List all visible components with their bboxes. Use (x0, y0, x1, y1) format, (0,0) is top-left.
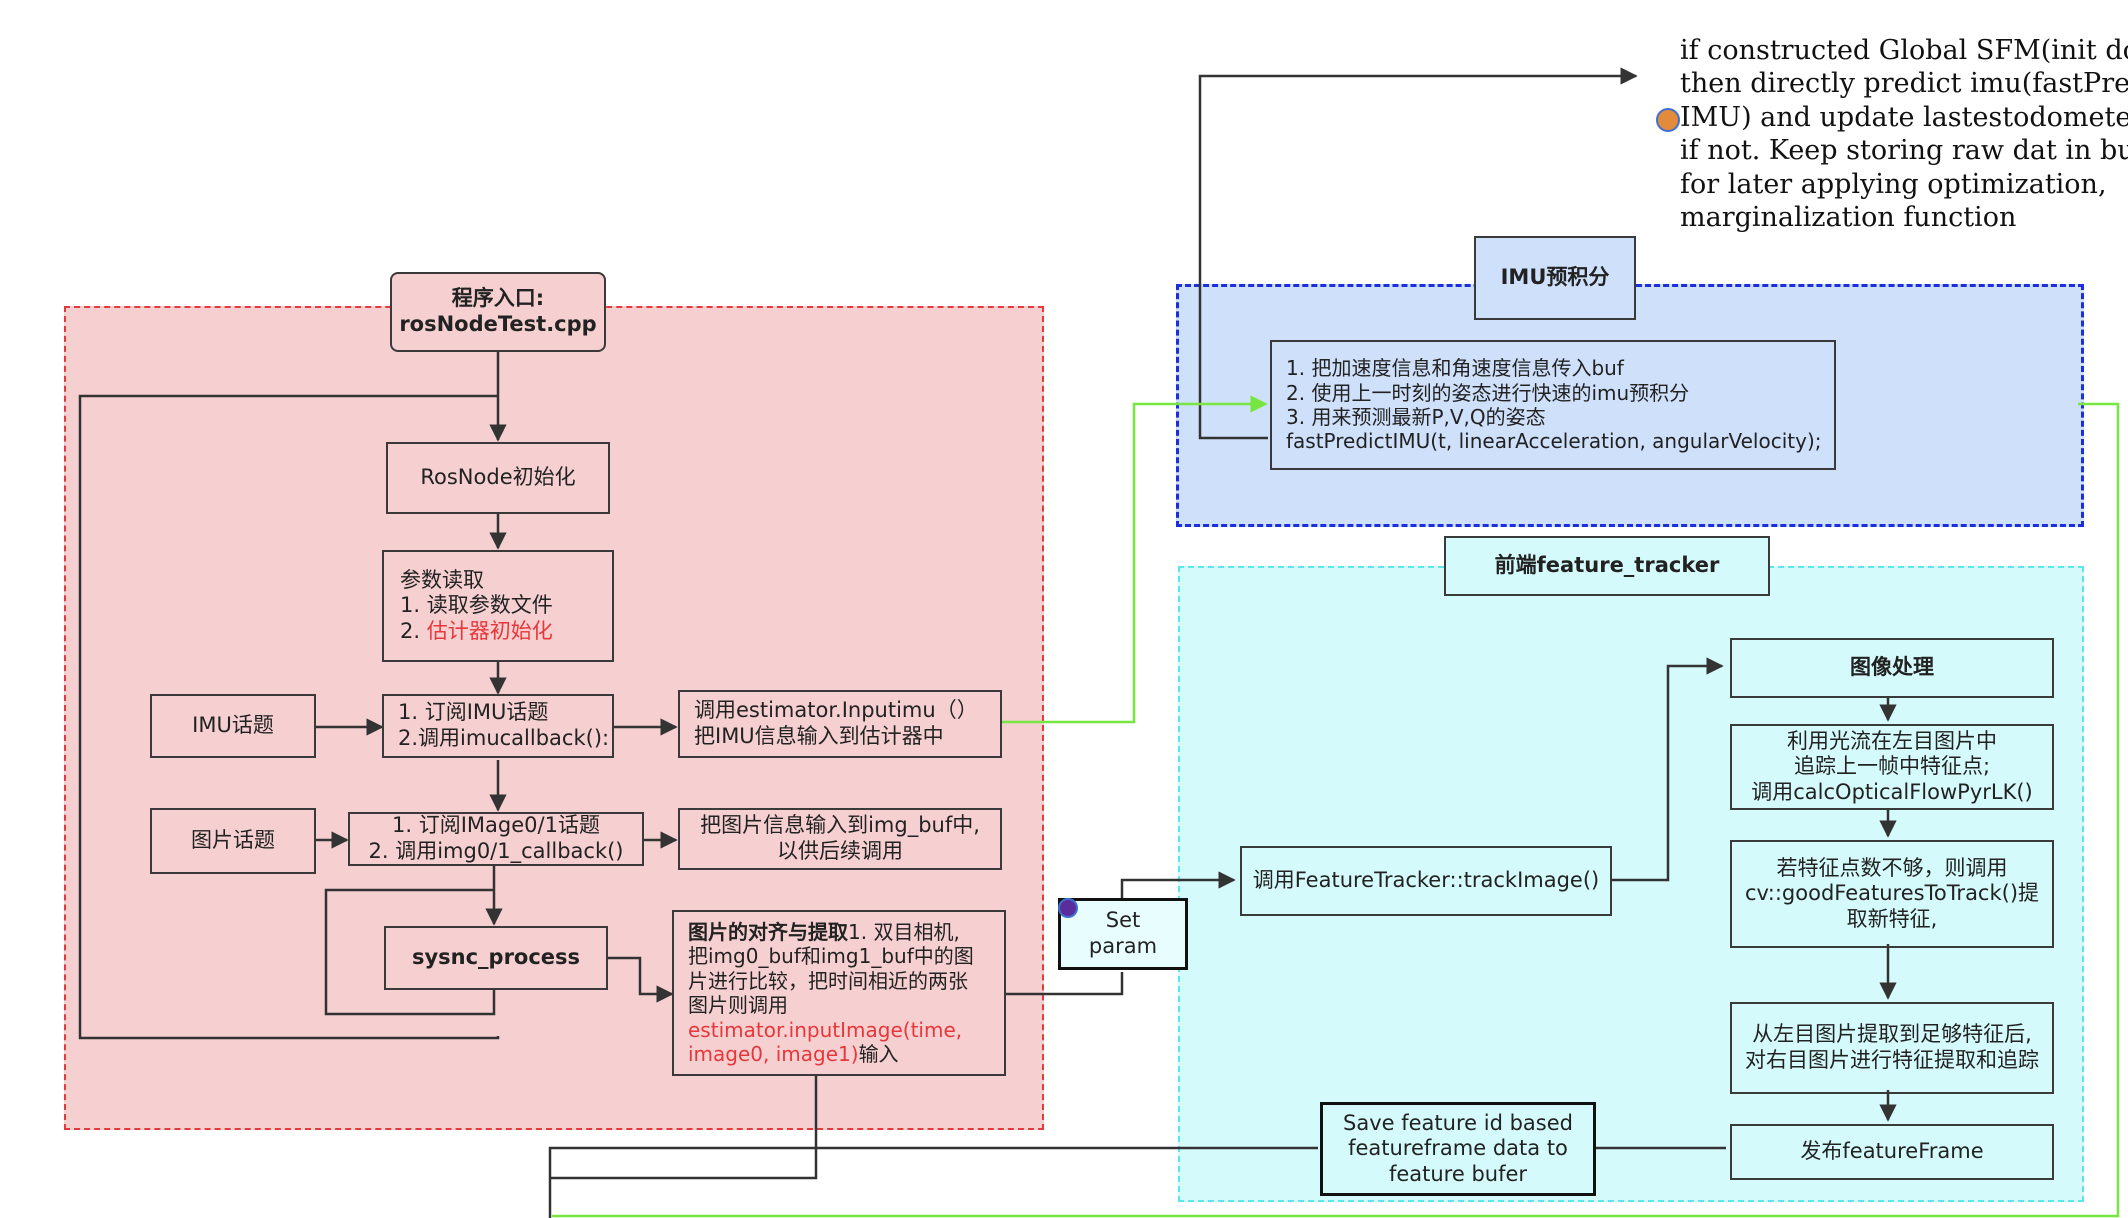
imu-input-box[interactable]: 调用estimator.Inputimu（） 把IMU信息输入到估计器中 (678, 690, 1002, 758)
imu-subscribe-box[interactable]: 1. 订阅IMU话题 2.调用imucallback(): (382, 694, 614, 758)
good-features-line3: 取新特征, (1846, 906, 1938, 931)
image-align-box[interactable]: 图片的对齐与提取1. 双目相机, 把img0_buf和img1_buf中的图 片… (672, 910, 1006, 1076)
image-topic-box[interactable]: 图片话题 (150, 808, 316, 874)
entry-line1: 程序入口: (451, 286, 545, 311)
params-box[interactable]: 参数读取 1. 读取参数文件 2. 估计器初始化 (382, 550, 614, 662)
optical-flow-line2: 追踪上一帧中特征点; (1793, 754, 1991, 779)
imu-content-box[interactable]: 1. 把加速度信息和角速度信息传入buf 2. 使用上一时刻的姿态进行快速的im… (1270, 340, 1836, 470)
entry-line2: rosNodeTest.cpp (399, 312, 597, 336)
good-features-box[interactable]: 若特征点数不够，则调用 cv::goodFeaturesToTrack()提 取… (1730, 840, 2054, 948)
note-line-3: IMU) and update lastestodometery, (1680, 101, 2128, 133)
wire-align-down (550, 1074, 818, 1180)
img-buf-line1: 把图片信息输入到img_buf中, (700, 813, 980, 838)
good-features-line2: cv::goodFeaturesToTrack()提 (1744, 881, 2040, 906)
save-feature-line2: featureframe data to (1348, 1136, 1568, 1161)
note-line-4: if not. Keep storing raw dat in buffer (1680, 135, 2128, 167)
note-line-1: if constructed Global SFM(init done), (1680, 35, 2128, 66)
imu-input-line1: 调用estimator.Inputimu（） (694, 698, 978, 723)
imu-content-line1: 1. 把加速度信息和角速度信息传入buf (1286, 356, 1624, 381)
green-imucall-to-imu (1000, 395, 1268, 724)
params-line1: 参数读取 (400, 567, 484, 592)
arrow-setparam-to-trackimage (1120, 871, 1236, 900)
optical-flow-line1: 利用光流在左目图片中 (1787, 728, 1997, 753)
optical-flow-box[interactable]: 利用光流在左目图片中 追踪上一帧中特征点; 调用calcOpticalFlowP… (1730, 724, 2054, 810)
save-feature-line1: Save feature id based (1343, 1110, 1573, 1135)
save-feature-box[interactable]: Save feature id based featureframe data … (1320, 1102, 1596, 1196)
imu-topic-label: IMU话题 (192, 713, 274, 738)
sync-process-box[interactable]: sysnc_process (384, 926, 608, 990)
imu-input-line2: 把IMU信息输入到估计器中 (694, 724, 944, 748)
green-imu-to-bottom (552, 402, 2120, 1218)
estimator-init-text: 估计器初始化 (426, 618, 553, 643)
sync-loop (324, 888, 496, 1016)
imu-content-line3: 3. 用来预测最新P,V,Q的姿态 (1286, 405, 1546, 429)
note-line-2: then directly predict imu(fastPredict (1680, 68, 2128, 100)
imu-sub-line1: 1. 订阅IMU话题 (398, 700, 549, 725)
right-extract-line2: 对右目图片进行特征提取和追踪 (1745, 1048, 2039, 1072)
image-topic-label: 图片话题 (191, 828, 275, 853)
set-param-line1: Set (1105, 908, 1141, 933)
wire-align-to-setparam (1006, 972, 1124, 996)
arrow-sync-to-align (608, 956, 674, 1003)
imu-title-label: IMU预积分 (1500, 265, 1610, 290)
loop-back-line (78, 394, 500, 1040)
img-sub-line1: 1. 订阅IMage0/1话题 (392, 813, 600, 838)
note-line-5: for later applying optimization, (1680, 168, 2107, 200)
track-image-box[interactable]: 调用FeatureTracker::trackImage() (1240, 846, 1612, 916)
params-line3: 2. 估计器初始化 (400, 618, 553, 643)
save-feature-line3: feature bufer (1388, 1161, 1528, 1186)
image-subscribe-box[interactable]: 1. 订阅IMage0/1话题 2. 调用img0/1_callback() (348, 812, 644, 866)
right-extract-box[interactable]: 从左目图片提取到足够特征后, 对右目图片进行特征提取和追踪 (1730, 1002, 2054, 1094)
align-line3: 片进行比较，把时间相近的两张 (688, 968, 968, 993)
optical-flow-line3: 调用calcOpticalFlowPyrLK() (1751, 779, 2033, 804)
publish-frame-box[interactable]: 发布featureFrame (1730, 1124, 2054, 1180)
rosnode-init-label: RosNode初始化 (420, 465, 576, 490)
imu-title-box[interactable]: IMU预积分 (1474, 236, 1636, 320)
image-processing-box[interactable]: 图像处理 (1730, 638, 2054, 698)
img-sub-line2: 2. 调用img0/1_callback() (368, 839, 624, 863)
note-line-6: marginalization function (1680, 202, 2017, 234)
rosnode-init-box[interactable]: RosNode初始化 (386, 442, 610, 514)
imu-topic-box[interactable]: IMU话题 (150, 694, 316, 758)
entry-box[interactable]: 程序入口: rosNodeTest.cpp (390, 272, 606, 352)
imu-preintegration-region (1176, 284, 2084, 527)
imu-sub-line2: 2.调用imucallback(): (398, 726, 610, 750)
arrow-trackimage-to-imageproc (1610, 657, 1724, 882)
imu-content-line4: fastPredictIMU(t, linearAcceleration, an… (1286, 429, 1822, 454)
align-line1: 图片的对齐与提取1. 双目相机, (688, 920, 960, 944)
set-param-line2: param (1088, 934, 1158, 958)
align-line6: image0, image1)输入 (688, 1041, 899, 1066)
comment-marker-icon[interactable] (1656, 108, 1680, 132)
align-line2: 把img0_buf和img1_buf中的图 (688, 944, 974, 969)
track-image-label: 调用FeatureTracker::trackImage() (1252, 868, 1600, 893)
fast-predict-note: if constructed Global SFM(init done), th… (1680, 34, 2128, 235)
sync-process-label: sysnc_process (411, 945, 581, 970)
params-line2: 1. 读取参数文件 (400, 593, 553, 618)
good-features-line1: 若特征点数不够，则调用 (1776, 855, 2008, 880)
feature-tracker-region (1178, 566, 2084, 1202)
tracker-title-box[interactable]: 前端feature_tracker (1444, 536, 1770, 596)
imu-content-line2: 2. 使用上一时刻的姿态进行快速的imu预积分 (1286, 380, 1690, 405)
align-line4: 图片则调用 (688, 993, 788, 1018)
publish-frame-label: 发布featureFrame (1800, 1139, 1984, 1164)
comment-marker-icon[interactable] (1058, 898, 1078, 918)
image-buffer-box[interactable]: 把图片信息输入到img_buf中, 以供后续调用 (678, 808, 1002, 870)
set-param-box[interactable]: Set param (1058, 898, 1188, 970)
tracker-title-label: 前端feature_tracker (1494, 553, 1720, 578)
img-buf-line2: 以供后续调用 (777, 839, 903, 863)
align-title: 图片的对齐与提取 (688, 920, 848, 944)
right-extract-line1: 从左目图片提取到足够特征后, (1752, 1022, 2032, 1047)
align-line5: estimator.inputImage(time, (688, 1017, 963, 1042)
arrow-imu-to-note (1198, 67, 1638, 440)
image-processing-label: 图像处理 (1850, 655, 1934, 680)
wire-save-to-align (548, 1146, 1318, 1218)
